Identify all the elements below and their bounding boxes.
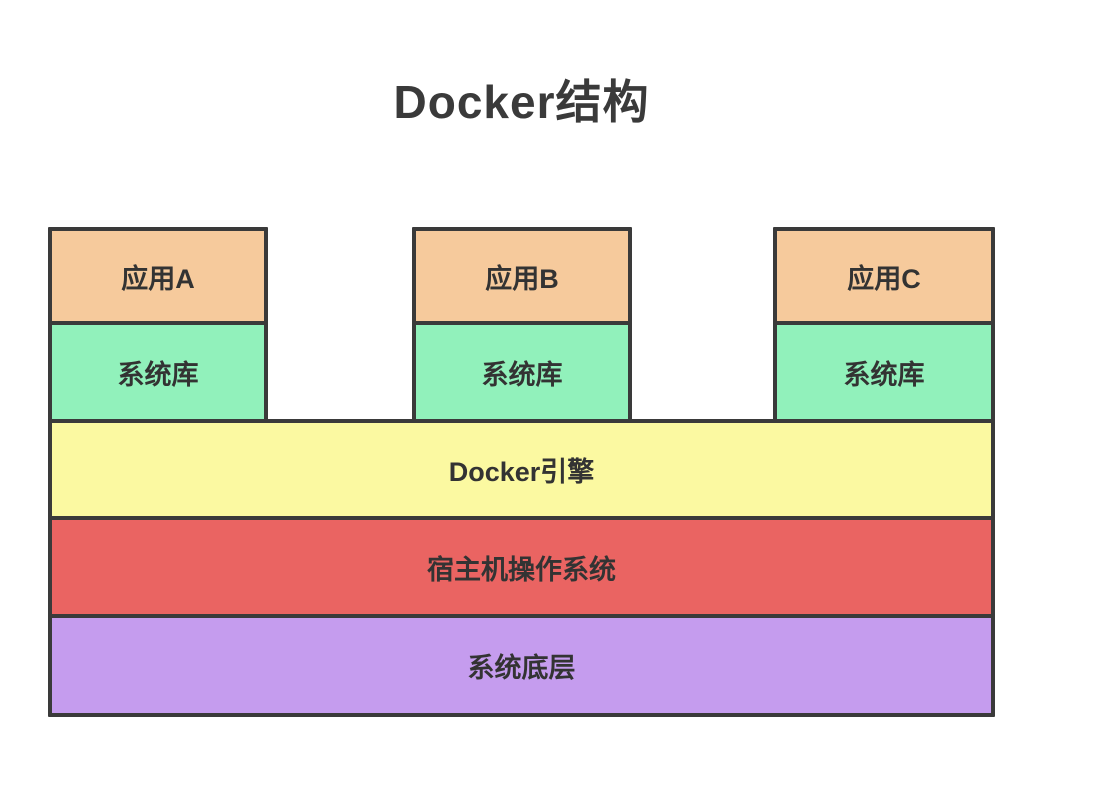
lib-b-label: 系统库 [481, 359, 563, 390]
app-c-box: 应用C [773, 227, 995, 325]
lib-a-label: 系统库 [117, 359, 199, 390]
host-os-label: 宿主机操作系统 [427, 554, 616, 585]
diagram-title: Docker结构 [393, 76, 650, 128]
system-base-layer: 系统底层 [48, 614, 995, 717]
system-base-label: 系统底层 [467, 653, 576, 683]
lib-c-box: 系统库 [773, 321, 995, 423]
app-b-box: 应用B [412, 227, 632, 325]
lib-b-box: 系统库 [412, 321, 632, 423]
app-b-label: 应用B [485, 263, 559, 294]
docker-engine-label: Docker引擎 [448, 457, 595, 487]
docker-architecture-diagram: 应用A 系统库 应用B 系统库 应用C 系统库 Docker引擎 宿主机操作系统… [48, 227, 995, 717]
host-os-layer: 宿主机操作系统 [48, 516, 995, 618]
app-a-box: 应用A [48, 227, 268, 325]
app-c-label: 应用C [847, 263, 921, 294]
app-a-label: 应用A [121, 263, 195, 294]
docker-engine-layer: Docker引擎 [48, 419, 995, 520]
lib-a-box: 系统库 [48, 321, 268, 423]
lib-c-label: 系统库 [843, 359, 925, 390]
